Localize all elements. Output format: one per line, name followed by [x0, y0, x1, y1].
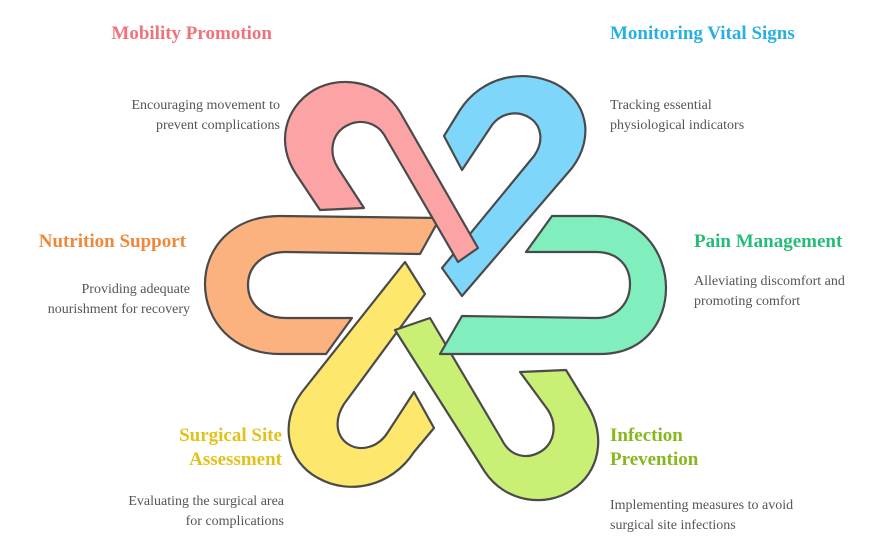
infection-label: Infection Prevention [610, 424, 760, 472]
surgical-description: Evaluating the surgical area for complic… [128, 494, 284, 529]
loop-mobility [283, 80, 480, 264]
infection-title: Infection Prevention [610, 425, 699, 470]
nutrition-description: Providing adequate nourishment for recov… [47, 282, 190, 317]
nutrition-label: Nutrition Support [10, 230, 186, 254]
pain-desc-block: Alleviating discomfort and promoting com… [694, 272, 874, 312]
loop-infection [393, 316, 600, 502]
vital-label: Monitoring Vital Signs [610, 22, 800, 46]
infection-description: Implementing measures to avoid surgical … [610, 498, 794, 533]
loop-surgical [287, 260, 436, 488]
vital-description: Tracking essential physiological indicat… [610, 98, 745, 133]
surgical-desc-block: Evaluating the surgical area for complic… [120, 492, 284, 532]
pain-label: Pain Management [694, 230, 874, 254]
loop-nutrition [203, 214, 442, 356]
vital-title: Monitoring Vital Signs [610, 23, 795, 44]
mobility-title: Mobility Promotion [111, 23, 272, 44]
pain-description: Alleviating discomfort and promoting com… [694, 274, 845, 309]
loop-pain [438, 214, 668, 356]
pain-title: Pain Management [694, 231, 843, 252]
nutrition-title: Nutrition Support [38, 231, 186, 252]
surgical-title: Surgical Site Assessment [179, 425, 282, 470]
mobility-label: Mobility Promotion [90, 22, 272, 46]
mobility-description: Encouraging movement to prevent complica… [131, 98, 280, 133]
infection-desc-block: Implementing measures to avoid surgical … [610, 496, 810, 536]
mobility-desc-block: Encouraging movement to prevent complica… [90, 96, 280, 136]
nutrition-desc-block: Providing adequate nourishment for recov… [40, 280, 190, 320]
loop-vital [440, 75, 587, 298]
surgical-label: Surgical Site Assessment [130, 424, 282, 472]
vital-desc-block: Tracking essential physiological indicat… [610, 96, 780, 136]
